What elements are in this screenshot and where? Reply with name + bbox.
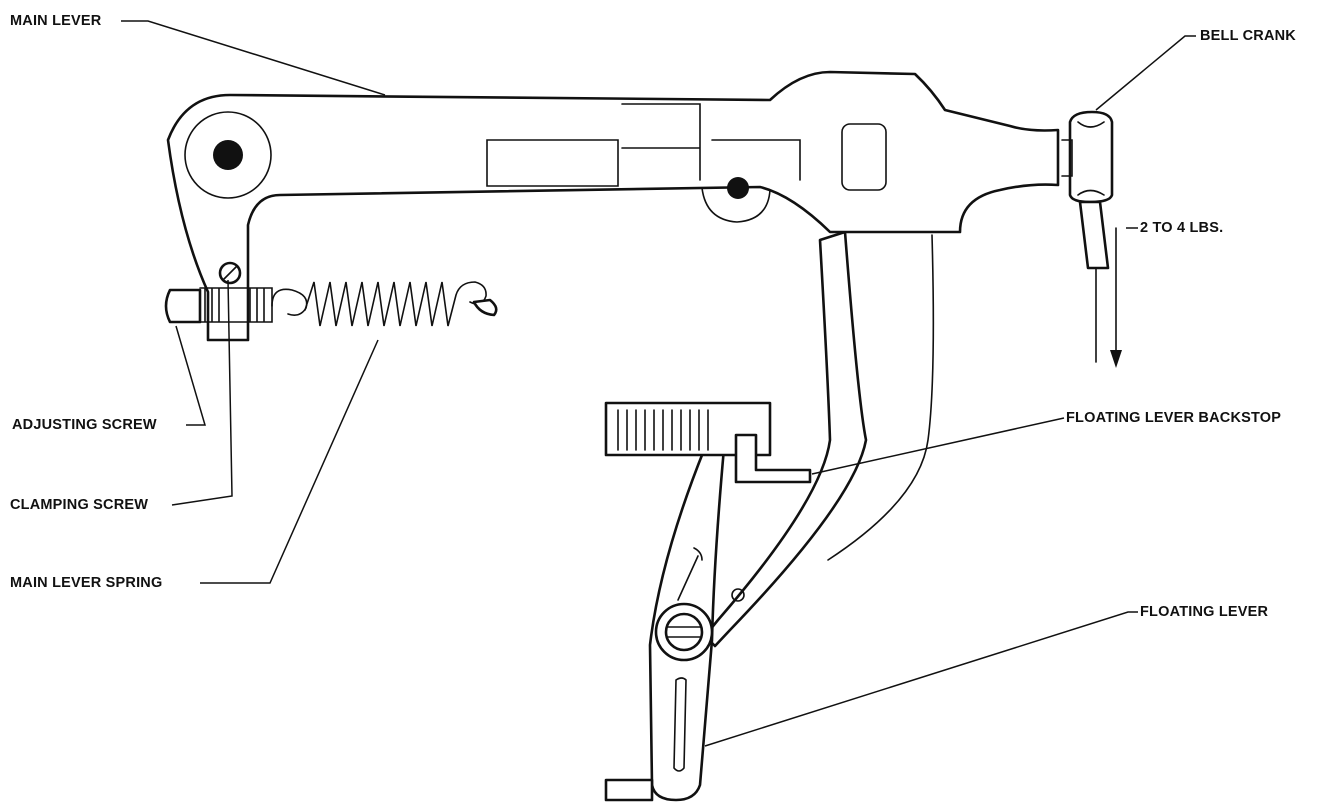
spring-hook-left [271, 288, 308, 316]
leader-main-lever [121, 20, 386, 96]
main-lever-spring [304, 281, 487, 327]
backstop-serrations [617, 409, 709, 451]
leader-floating-lever [704, 611, 1138, 747]
bell-crank-hub [1068, 110, 1114, 204]
main-pivot-boss [184, 111, 272, 199]
main-lever-window [841, 123, 887, 191]
main-lever-body [166, 70, 1060, 342]
backstop-latch [734, 433, 812, 484]
leader-main-lever-spring [200, 339, 379, 584]
clamping-screw-slot [222, 265, 238, 281]
bell-crank-hub-detail [1061, 121, 1105, 196]
label-floating-lever-backstop: FLOATING LEVER BACKSTOP [1066, 410, 1282, 426]
label-main-lever: MAIN LEVER [10, 13, 102, 29]
floating-lever-spring-pin [677, 547, 703, 601]
force-arrow-head [1110, 350, 1122, 368]
floating-lever-pivot-screw [664, 612, 704, 652]
lower-pivot-hole [727, 177, 749, 199]
floating-lever-foot [604, 778, 654, 802]
vertical-arm-right-edge [827, 234, 935, 561]
lower-pivot-boss [701, 187, 771, 223]
label-adjusting-screw: ADJUSTING SCREW [12, 417, 157, 433]
floating-lever-pivot-slot [667, 626, 701, 638]
spring-anchor-right [472, 298, 498, 317]
label-main-lever-spring: MAIN LEVER SPRING [10, 575, 163, 591]
label-floating-lever: FLOATING LEVER [1140, 604, 1269, 620]
label-bell-crank: BELL CRANK [1200, 28, 1296, 44]
main-lever-inner-slot [486, 103, 801, 187]
leader-bell-crank [1095, 35, 1196, 111]
adjusting-screw-nut [164, 288, 202, 324]
label-clamping-screw: CLAMPING SCREW [10, 497, 149, 513]
floating-lever-slot [673, 677, 687, 772]
leader-clamping-screw [171, 279, 233, 506]
main-pivot-hole [213, 140, 243, 170]
leader-backstop [811, 417, 1065, 475]
label-force: 2 TO 4 LBS. [1140, 220, 1224, 236]
leader-adjusting-screw [175, 325, 207, 426]
bell-crank-arm [1078, 200, 1110, 270]
floating-lever-small-hole [731, 588, 745, 602]
